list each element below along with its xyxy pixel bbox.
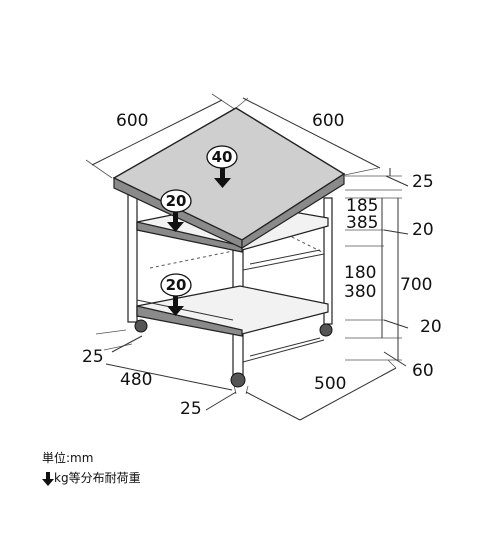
dim-inset-front: 25	[180, 399, 202, 419]
dim-top-gap-b: 385	[346, 213, 378, 233]
dim-mid-thickness: 20	[412, 220, 434, 240]
load-bottom-label: 20	[166, 276, 187, 294]
dim-top-depth: 600	[312, 111, 344, 131]
lower-shelf-edge	[136, 305, 243, 337]
casters	[134, 319, 333, 388]
top-dimension-lines	[85, 93, 381, 179]
load-legend-label: kg等分布耐荷重	[54, 471, 141, 485]
dim-inset-left: 25	[82, 347, 104, 367]
table-top-side-edge	[241, 172, 345, 250]
dim-bottom-thickness: 20	[420, 317, 442, 337]
cart-illustration	[112, 107, 346, 388]
load-middle-label: 20	[166, 192, 187, 210]
down-arrow-icon	[42, 471, 54, 486]
load-top-label: 40	[212, 148, 233, 166]
legend: 単位:mm kg等分布耐荷重	[42, 448, 141, 488]
dim-total-height: 700	[400, 275, 432, 295]
middle-shelf-edge	[136, 221, 243, 253]
load-badge-middle: 20	[160, 189, 192, 232]
load-note: kg等分布耐荷重	[42, 468, 141, 488]
load-badge-top: 40	[206, 145, 238, 188]
load-badge-bottom: 20	[160, 273, 192, 316]
dim-base-depth: 500	[314, 374, 346, 394]
front-left-leg	[127, 187, 138, 323]
dim-top-gap-a: 185	[346, 196, 378, 216]
dim-lower-gap-a: 180	[344, 263, 376, 283]
dim-top-thickness: 25	[412, 172, 434, 192]
dim-lower-gap-b: 380	[344, 282, 376, 302]
dim-top-width: 600	[116, 111, 148, 131]
dim-base-width: 480	[120, 370, 152, 390]
unit-note: 単位:mm	[42, 448, 141, 468]
height-dimension-lines	[345, 168, 409, 367]
unit-label: 単位:mm	[42, 451, 94, 465]
dim-caster-height: 60	[412, 361, 434, 381]
